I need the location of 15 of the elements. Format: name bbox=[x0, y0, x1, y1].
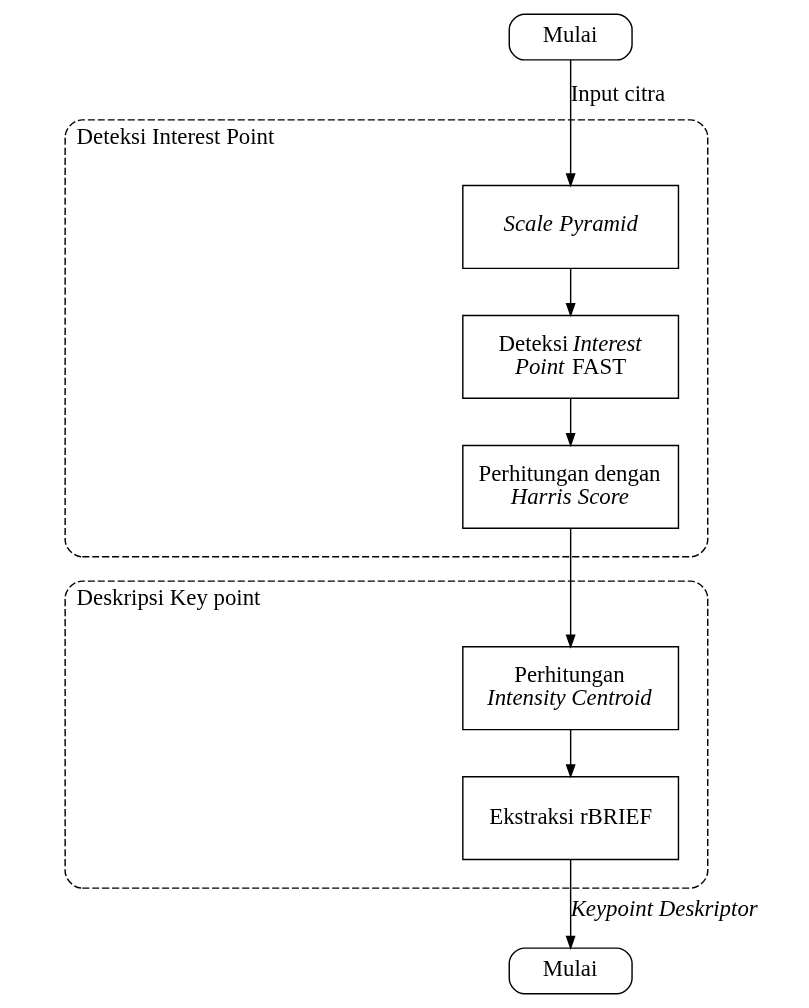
arrow bbox=[565, 267, 576, 318]
arrow bbox=[565, 859, 576, 950]
node-box: Perhitungan Intensity Centroid bbox=[461, 646, 679, 731]
node-box: Scale Pyramid bbox=[461, 184, 679, 270]
node-box: Mulai bbox=[508, 947, 633, 995]
arrow bbox=[565, 729, 576, 779]
node-box: Deteksi Interest Point FAST bbox=[461, 314, 679, 400]
arrow bbox=[565, 527, 576, 649]
node-box: Perhitungan dengan Harris Score bbox=[461, 444, 679, 529]
node-box: Mulai bbox=[508, 13, 633, 61]
node-box: Ekstraksi rBRIEF bbox=[461, 776, 679, 861]
arrow bbox=[565, 59, 576, 188]
edge-label: Input citra bbox=[570, 81, 665, 107]
arrow bbox=[565, 397, 576, 448]
edge-label: Keypoint Deskriptor bbox=[570, 896, 758, 922]
